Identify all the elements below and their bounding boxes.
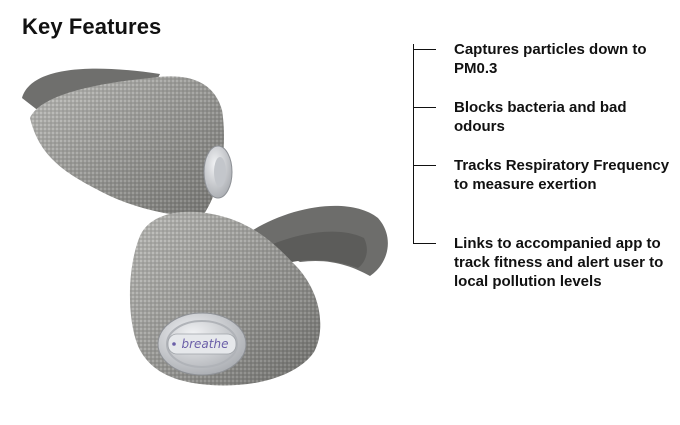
feature-list: Captures particles down to PM0.3 Blocks … <box>413 41 674 290</box>
callout-line <box>414 49 436 50</box>
feature-text: Tracks Respiratory Frequency to measure … <box>454 157 670 193</box>
callout-line <box>414 243 436 244</box>
mask-front: breathe <box>129 205 388 386</box>
mask-back <box>22 68 233 216</box>
brand-label: breathe <box>182 337 229 351</box>
feature-text: Blocks bacteria and bad odours <box>454 99 627 135</box>
mask-illustration: breathe <box>22 68 388 386</box>
valve-front: breathe <box>157 312 247 376</box>
feature-text: Captures particles down to PM0.3 <box>454 41 647 77</box>
callout-line <box>414 107 436 108</box>
page-title: Key Features <box>22 14 162 39</box>
callout-line <box>414 165 436 166</box>
feature-text: Links to accompanied app to track fitnes… <box>454 235 664 290</box>
status-dot-icon <box>172 342 176 346</box>
